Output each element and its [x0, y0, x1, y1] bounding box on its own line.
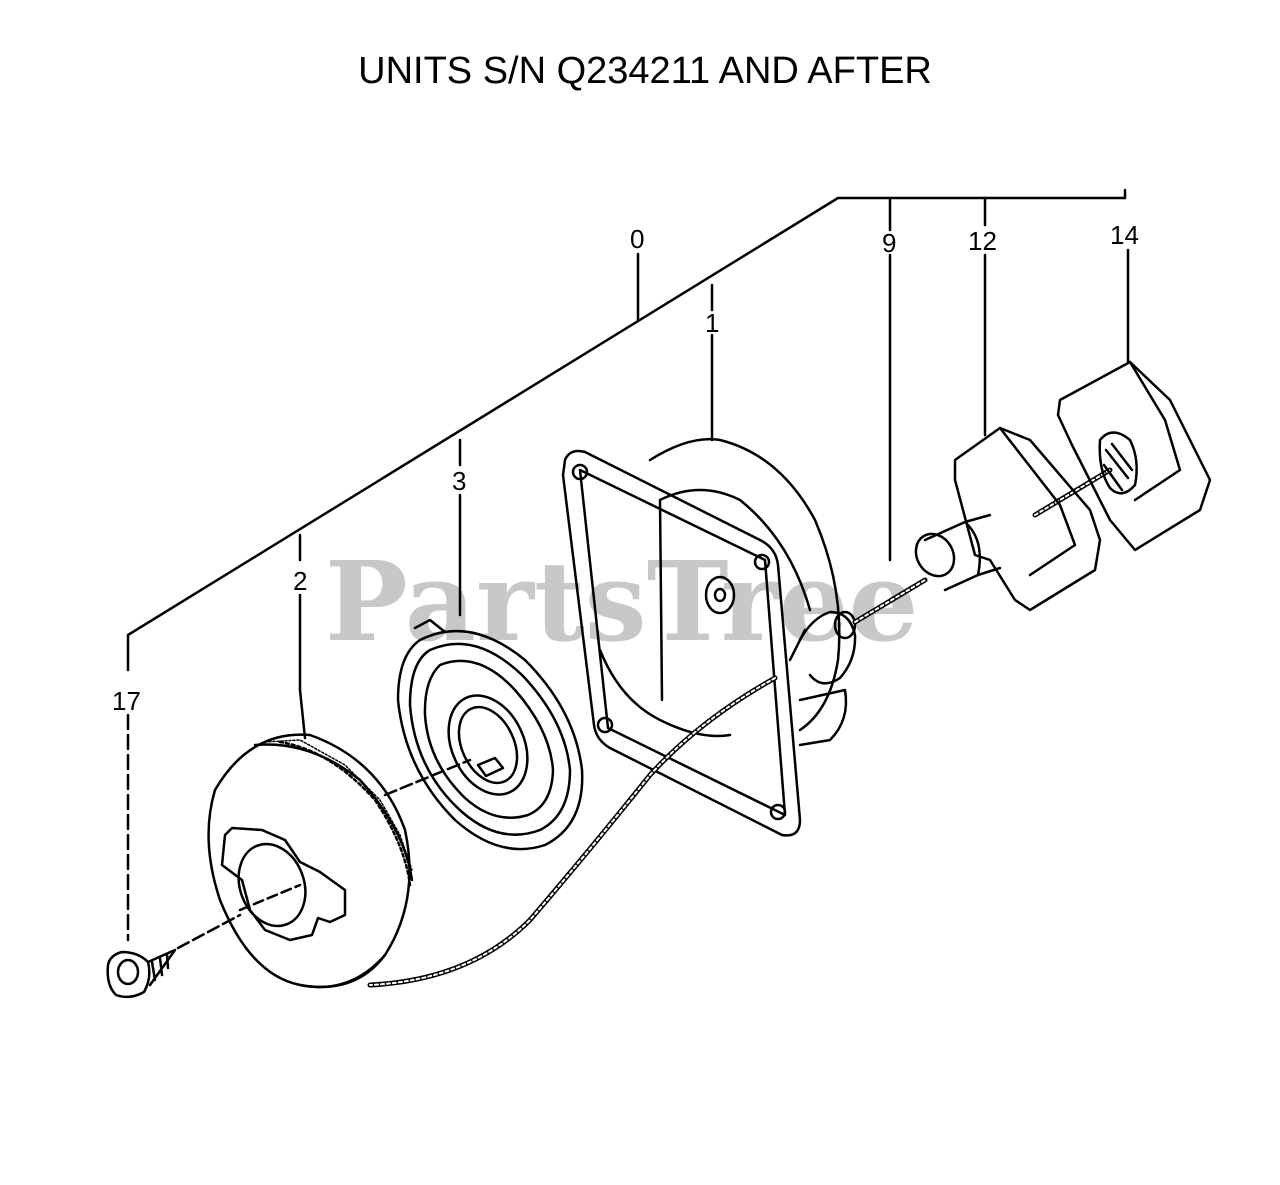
starter-grip-part: [953, 360, 1212, 612]
watermark-text: PartsTree: [325, 537, 919, 666]
diagram-title: UNITS S/N Q234211 AND AFTER: [358, 50, 932, 92]
reel-pulley-part: [207, 733, 414, 989]
leader-lines: [126, 188, 1130, 942]
callout-14: 14: [1110, 220, 1139, 250]
screw-part: [106, 913, 242, 999]
callout-17: 17: [112, 686, 141, 716]
callout-1: 1: [705, 308, 719, 338]
callout-9: 9: [882, 228, 896, 258]
starter-case-part: [561, 438, 857, 837]
rope-bushing-part: [914, 513, 1002, 592]
callout-2: 2: [293, 566, 307, 596]
starter-rope-part: [367, 467, 1113, 988]
callout-3: 3: [452, 466, 466, 496]
callout-0: 0: [630, 224, 644, 254]
recoil-spring-part: [383, 618, 584, 851]
callout-12: 12: [968, 226, 997, 256]
